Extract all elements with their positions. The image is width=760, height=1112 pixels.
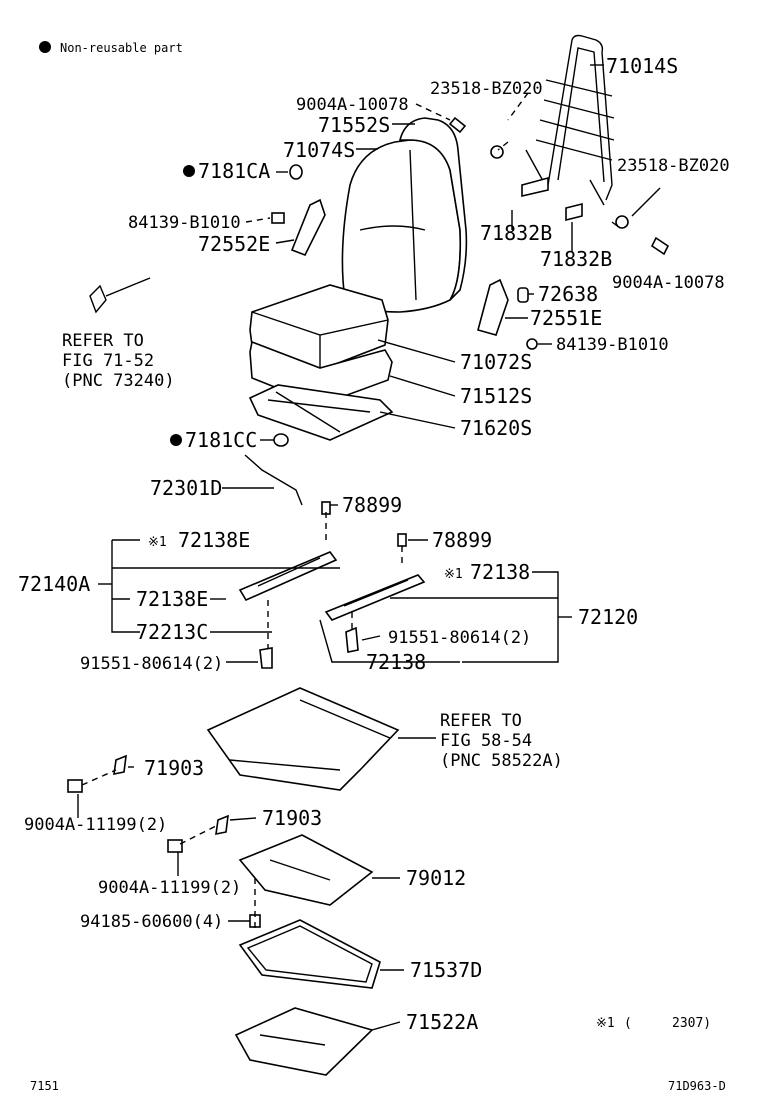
label-9004A-11199-2: 9004A-11199(2)	[98, 878, 241, 898]
label-72213C: 72213C	[136, 620, 208, 644]
label-71512S: 71512S	[460, 384, 532, 408]
label-72138E-2: 72138E	[136, 587, 208, 611]
label-79012: 79012	[406, 866, 466, 890]
label-71072S: 71072S	[460, 350, 532, 374]
reference-fig-71-52: REFER TO FIG 71-52 (PNC 73240)	[62, 331, 175, 391]
ref-58-54-line-2: FIG 58-54	[440, 731, 532, 751]
non-reusable-bullet-icon	[39, 41, 51, 53]
label-71537D: 71537D	[410, 958, 482, 982]
label-91551-left: 91551-80614(2)	[80, 654, 223, 674]
legend-text: Non-reusable part	[60, 41, 183, 55]
label-7181CA: 7181CA	[198, 159, 270, 183]
label-72138-2: 72138	[366, 650, 426, 674]
legend: Non-reusable part	[39, 41, 183, 55]
note-value: 2307)	[672, 1016, 711, 1031]
seatback-cushion-drawing	[341, 117, 468, 313]
seat-track-drawing	[238, 454, 426, 669]
label-84139-right: 84139-B1010	[556, 335, 669, 355]
label-91551-right: 91551-80614(2)	[388, 628, 531, 648]
label-23518-top: 23518-BZ020	[430, 79, 543, 99]
label-72551E: 72551E	[530, 306, 602, 330]
label-84139-left: 84139-B1010	[128, 213, 241, 233]
label-94185: 94185-60600(4)	[80, 912, 223, 932]
label-78899-1: 78899	[342, 493, 402, 517]
note: ※1 ( 2307)	[596, 1016, 711, 1031]
small-parts-drawing	[89, 116, 670, 447]
label-72120: 72120	[578, 605, 638, 629]
part-labels: 71014S 23518-BZ020 9004A-10078 71552S 71…	[18, 54, 730, 1034]
label-23518-right: 23518-BZ020	[617, 156, 730, 176]
ref-71-52-line-2: FIG 71-52	[62, 351, 154, 371]
lower-cover-drawing	[67, 754, 381, 1076]
label-71014S: 71014S	[606, 54, 678, 78]
note-mark: ※1	[596, 1016, 615, 1031]
ref-71-52-line-3: (PNC 73240)	[62, 371, 175, 391]
label-9004A-11199-1: 9004A-11199(2)	[24, 815, 167, 835]
leader-lines	[77, 64, 661, 1031]
label-71832B-1: 71832B	[480, 221, 552, 245]
reference-fig-58-54: REFER TO FIG 58-54 (PNC 58522A)	[440, 711, 563, 771]
label-note-mark-2: ※1	[444, 567, 463, 582]
label-9004A-right: 9004A-10078	[612, 273, 725, 293]
footer: 7151 71D963-D	[30, 1079, 726, 1093]
note-open-paren: (	[624, 1016, 632, 1031]
label-72140A: 72140A	[18, 572, 90, 596]
label-7181CC: 7181CC	[185, 428, 257, 452]
seatback-frame-drawing	[525, 34, 615, 206]
label-72552E: 72552E	[198, 232, 270, 256]
label-71074S: 71074S	[283, 138, 355, 162]
non-reusable-bullet-icon	[170, 434, 182, 446]
ref-58-54-line-1: REFER TO	[440, 711, 522, 731]
label-72301D: 72301D	[150, 476, 222, 500]
label-71552S: 71552S	[318, 113, 390, 137]
label-72138E-1: 72138E	[178, 528, 250, 552]
label-72138-1: 72138	[470, 560, 530, 584]
label-71903-2: 71903	[262, 806, 322, 830]
seat-cushion-drawing	[248, 284, 394, 441]
label-71620S: 71620S	[460, 416, 532, 440]
label-71903-1: 71903	[144, 756, 204, 780]
label-note-mark-1: ※1	[148, 535, 167, 550]
ref-71-52-line-1: REFER TO	[62, 331, 144, 351]
label-9004A-top: 9004A-10078	[296, 95, 409, 115]
floor-panel-drawing	[206, 687, 400, 791]
drawing-number: 71D963-D	[668, 1079, 726, 1093]
label-71832B-2: 71832B	[540, 247, 612, 271]
label-78899-2: 78899	[432, 528, 492, 552]
non-reusable-bullet-icon	[183, 165, 195, 177]
label-71522A: 71522A	[406, 1010, 478, 1034]
label-72638: 72638	[538, 282, 598, 306]
ref-58-54-line-3: (PNC 58522A)	[440, 751, 563, 771]
figure-number: 7151	[30, 1079, 59, 1093]
